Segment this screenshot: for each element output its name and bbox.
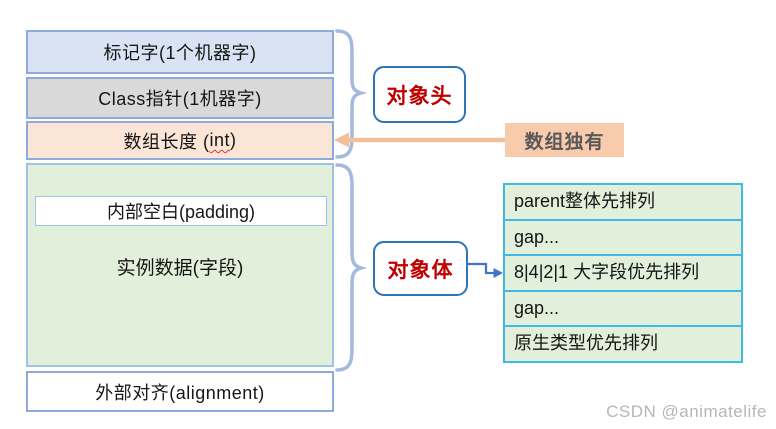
field-order-list: parent整体先排列 gap... 8|4|2|1 大字段优先排列 gap..… [503, 183, 743, 363]
object-body-callout: 对象体 [373, 241, 468, 296]
box-class-pointer: Class指针(1机器字) [26, 77, 334, 119]
object-header-brace [335, 29, 368, 159]
object-header-callout: 对象头 [373, 66, 466, 123]
instance-data-label: 实例数据(字段) [116, 257, 244, 279]
array-only-tag: 数组独有 [505, 123, 624, 157]
object-body-arrow-head [493, 268, 503, 278]
list-item: 8|4|2|1 大字段优先排列 [505, 256, 741, 292]
list-item: parent整体先排列 [505, 185, 741, 221]
watermark: CSDN @animatelife [606, 402, 767, 421]
box-array-length: 数组长度 (int) [26, 121, 334, 160]
box-external-alignment: 外部对齐(alignment) [26, 371, 334, 412]
array-length-text: 数组长度 ( [123, 131, 210, 152]
box-internal-padding: 内部空白(padding) [35, 196, 327, 226]
box-mark-word: 标记字(1个机器字) [26, 30, 334, 74]
array-only-arrow-head [334, 132, 349, 148]
list-item: gap... [505, 292, 741, 327]
list-item: 原生类型优先排列 [514, 333, 658, 353]
box-object-body-area: 内部空白(padding) 实例数据(字段) [26, 163, 334, 367]
object-body-arrow-line [468, 262, 495, 275]
array-length-int-word: int [209, 130, 230, 150]
object-body-brace [335, 163, 368, 372]
array-length-text-close: ) [230, 130, 237, 150]
list-item: gap... [505, 221, 741, 256]
